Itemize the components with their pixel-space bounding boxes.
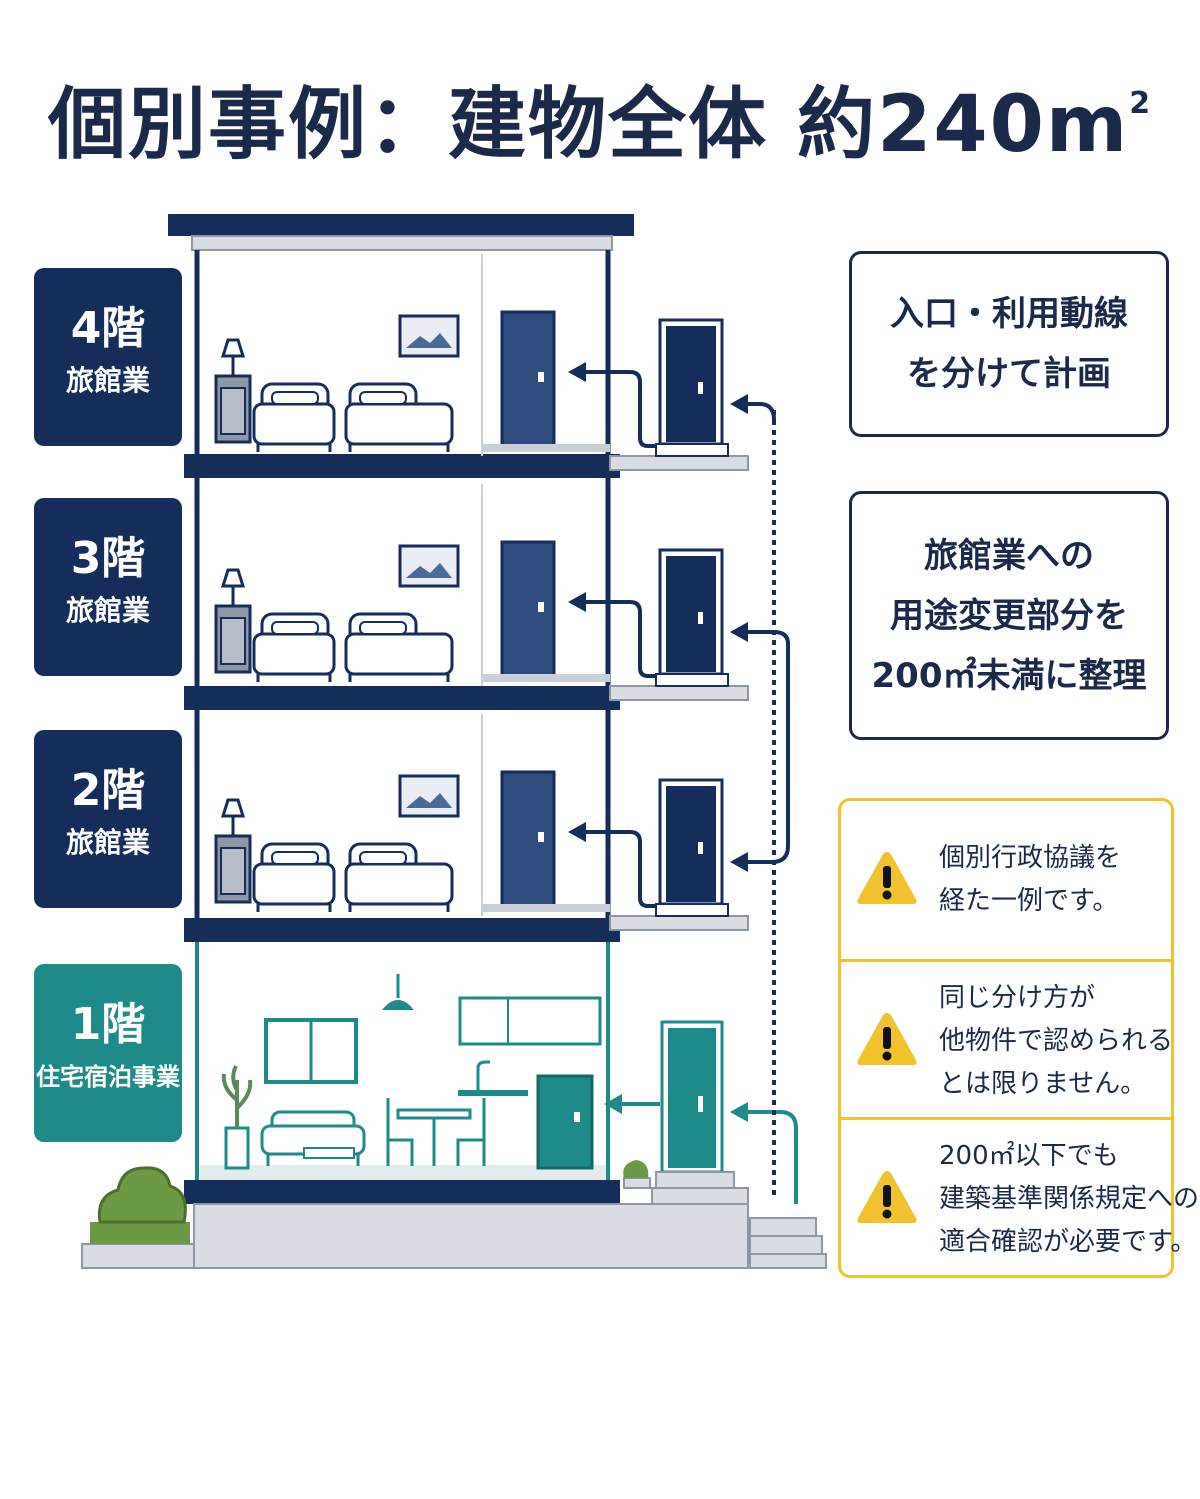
floor-label-2: 2階 旅館業: [34, 730, 182, 908]
info-line: 旅館業への: [924, 535, 1094, 576]
warning-item: 同じ分け方が 他物件で認められる とは限りません。: [841, 959, 1174, 1117]
floor-3-rooms: [214, 482, 750, 702]
floor-label-1: 1階 住宅宿泊事業: [34, 964, 182, 1142]
floor-1-use: 住宅宿泊事業: [36, 1063, 180, 1091]
warning-item: 200㎡以下でも 建築基準関係規定への 適合確認が必要です。: [841, 1117, 1200, 1275]
floor-2-number: 2階: [70, 765, 146, 816]
info-box-area: 旅館業への 用途変更部分を 200㎡未満に整理: [849, 491, 1169, 740]
page-title: 個別事例：建物全体 約240m2: [0, 62, 1200, 174]
info-line: を分けて計画: [907, 354, 1111, 394]
title-superscript: 2: [1129, 86, 1153, 121]
warning-line: 建築基準関係規定への: [939, 1183, 1200, 1214]
warning-line: 個別行政協議を: [939, 843, 1122, 873]
warning-panel: 個別行政協議を 経た一例です。 同じ分け方が 他物件で認められる とは限りません…: [838, 798, 1200, 1278]
floor-2-use: 旅館業: [65, 826, 150, 859]
warning-icon: [857, 1171, 917, 1223]
info-box-entrance: 入口・利用動線 を分けて計画: [849, 251, 1169, 437]
warning-icon: [857, 1013, 917, 1065]
floor-4-use: 旅館業: [65, 364, 150, 397]
warning-line: とは限りません。: [939, 1068, 1147, 1099]
warning-line: 他物件で認められる: [939, 1025, 1174, 1056]
title-main: 個別事例：建物全体 約240m: [47, 80, 1130, 170]
floor-4-rooms: [214, 252, 750, 472]
warning-line: 適合確認が必要です。: [939, 1226, 1197, 1257]
floor-label-4: 4階 旅館業: [34, 268, 182, 446]
floor-3-number: 3階: [70, 533, 146, 584]
floor-2-rooms: [214, 712, 750, 932]
warning-icon: [857, 852, 917, 904]
floor-3-use: 旅館業: [65, 594, 150, 627]
warning-line: 経た一例です。: [939, 886, 1119, 916]
floor-4-number: 4階: [70, 303, 146, 354]
floor-1-number: 1階: [70, 999, 146, 1050]
info-line: 入口・利用動線: [890, 294, 1128, 334]
warning-line: 200㎡以下でも: [939, 1140, 1119, 1171]
warning-line: 同じ分け方が: [939, 982, 1096, 1013]
floor-label-3: 3階 旅館業: [34, 498, 182, 676]
warning-item: 個別行政協議を 経た一例です。: [841, 801, 1171, 959]
info-line: 200㎡未満に整理: [871, 655, 1147, 696]
info-line: 用途変更部分を: [890, 595, 1128, 636]
